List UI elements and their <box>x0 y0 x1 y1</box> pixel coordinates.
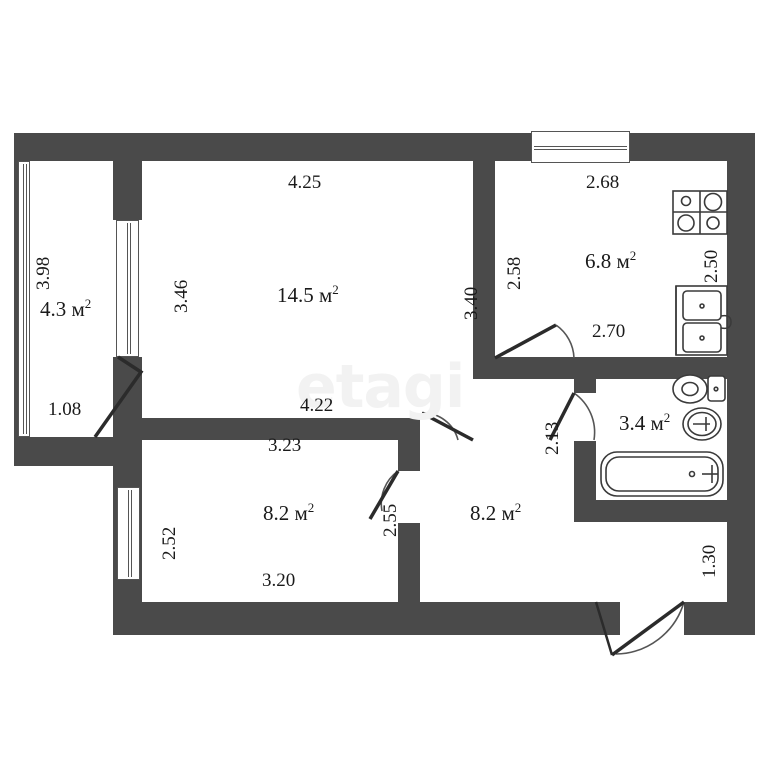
area-label-balcony: 4.3 м2 <box>40 297 91 320</box>
room-entry-vestibule <box>596 522 727 602</box>
window-kitchen[interactable] <box>531 131 630 163</box>
dim-bedroom-top: 3.23 <box>268 435 302 456</box>
window-balcony[interactable] <box>18 161 30 437</box>
area-value-bedroom: 8.2 м <box>263 501 308 525</box>
area-label-kitchen: 6.8 м2 <box>585 249 636 272</box>
area-label-bedroom: 8.2 м2 <box>263 501 314 524</box>
area-sup-bathroom: 2 <box>663 410 671 425</box>
dim-kitchen-bottom: 2.70 <box>592 321 626 342</box>
area-value-kitchen: 6.8 м <box>585 249 630 273</box>
dim-kitchen-left: 2.58 <box>504 256 525 290</box>
wall-bedroom-hall-lower <box>398 523 420 612</box>
room-living <box>142 161 473 418</box>
dim-living-left: 3.46 <box>171 279 192 313</box>
wall-kitchen-hall <box>495 357 574 379</box>
area-value-living: 14.5 м <box>277 283 333 307</box>
dim-bedroom-right: 2.55 <box>380 503 401 537</box>
dim-balcony-bottom: 1.08 <box>48 399 82 420</box>
area-sup-kitchen: 2 <box>629 248 637 263</box>
wall-right-outer <box>727 133 755 635</box>
wall-bedroom-hall-upper <box>398 418 420 471</box>
area-value-hall: 8.2 м <box>470 501 515 525</box>
watermark: etagi <box>296 352 465 422</box>
wall-hall-bathroom-upper <box>574 379 596 393</box>
wall-balcony-living-lower <box>113 357 142 467</box>
area-value-balcony: 4.3 м <box>40 297 85 321</box>
wall-balcony-living-upper <box>113 133 142 220</box>
wall-living-bedroom <box>142 418 420 440</box>
room-bedroom <box>142 440 398 602</box>
area-sup-balcony: 2 <box>84 296 92 311</box>
wall-hall-bathroom-lower <box>574 441 596 516</box>
area-value-bathroom: 3.4 м <box>619 411 664 435</box>
wall-bottom-right-stub <box>684 602 755 635</box>
dim-living-bottom: 4.22 <box>300 395 334 416</box>
window-bedroom[interactable] <box>117 487 140 580</box>
area-sup-living: 2 <box>332 282 339 297</box>
room-hall-upper <box>495 379 574 419</box>
wall-living-kitchen <box>473 161 495 429</box>
dim-hall-right: 2.13 <box>542 421 563 455</box>
area-sup-bedroom: 2 <box>307 500 315 515</box>
area-label-hall: 8.2 м2 <box>470 501 521 524</box>
dim-entry: 1.30 <box>699 544 720 578</box>
wall-bottom-outer <box>113 602 620 635</box>
wall-kitchen-bathroom <box>574 357 727 379</box>
dim-kitchen-top: 2.68 <box>586 172 620 193</box>
area-sup-hall: 2 <box>514 500 522 515</box>
dim-living-top: 4.25 <box>288 172 322 193</box>
room-bathroom <box>596 379 727 500</box>
area-label-bathroom: 3.4 м2 <box>619 411 670 434</box>
area-label-living: 14.5 м2 <box>277 283 339 306</box>
dim-balcony-left: 3.98 <box>33 256 54 290</box>
wall-bathroom-bottom <box>574 500 727 522</box>
dim-kitchen-right: 2.50 <box>701 249 722 283</box>
dim-bedroom-left: 2.52 <box>159 526 180 560</box>
window-living-balcony[interactable] <box>116 220 139 357</box>
dim-bedroom-bottom: 3.20 <box>262 570 296 591</box>
dim-living-right: 3.40 <box>461 286 482 320</box>
